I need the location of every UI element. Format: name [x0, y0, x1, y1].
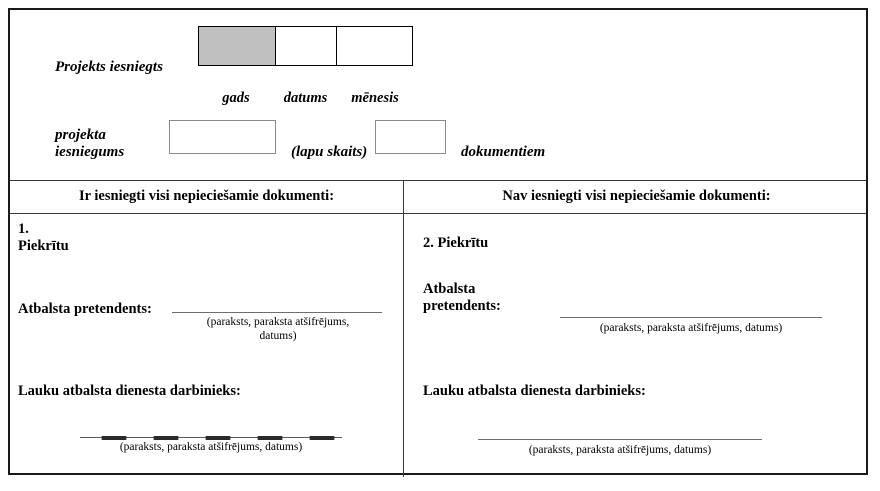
applicant-signature-line-not-submitted[interactable]	[560, 317, 822, 318]
submission-date-boxes	[198, 26, 413, 66]
column-body-submitted: 1. Piekrītu Atbalsta pretendents: (parak…	[10, 213, 403, 477]
month-caption: mēnesis	[351, 90, 399, 106]
project-submitted-label: Projekts iesniegts	[55, 59, 163, 75]
column-header-not-submitted: Nav iesniegti visi nepieciešamie dokumen…	[502, 188, 771, 204]
consent-statement-submitted: 1. Piekrītu	[18, 221, 69, 254]
applicant-label-submitted: Atbalsta pretendents:	[18, 301, 152, 317]
column-header-submitted: Ir iesniegti visi nepieciešamie dokument…	[78, 188, 335, 204]
year-caption: gads	[222, 90, 250, 106]
documents-label: dokumentiem	[461, 144, 546, 160]
project-application-label: projekta iesniegums	[55, 127, 125, 160]
table-header-rule	[10, 213, 866, 214]
applicant-signature-caption-not-submitted: (paraksts, paraksta atšifrējums, datums)	[599, 322, 783, 334]
officer-label-not-submitted: Lauku atbalsta dienesta darbinieks:	[423, 383, 646, 399]
month-input-cell[interactable]	[336, 27, 412, 65]
consent-statement-not-submitted: 2. Piekrītu	[423, 235, 489, 251]
pages-count-input[interactable]	[169, 120, 276, 154]
year-input-cell[interactable]	[199, 27, 275, 65]
day-caption: datums	[283, 90, 328, 106]
officer-signature-caption-not-submitted: (paraksts, paraksta atšifrējums, datums)	[528, 444, 712, 456]
header-block: Projekts iesniegts gads datums mēnesis p…	[10, 10, 866, 180]
day-input-cell[interactable]	[275, 27, 336, 65]
table-top-rule	[10, 180, 866, 181]
documents-count-input[interactable]	[375, 120, 446, 154]
officer-signature-line-submitted[interactable]	[80, 436, 342, 440]
applicant-signature-caption-submitted: (paraksts, paraksta atšifrējums, datums)	[206, 316, 350, 342]
officer-signature-caption-submitted: (paraksts, paraksta atšifrējums, datums)	[119, 441, 303, 453]
applicant-signature-line-submitted[interactable]	[172, 312, 382, 313]
document-frame: Projekts iesniegts gads datums mēnesis p…	[8, 8, 868, 477]
pages-count-note: (lapu skaits)	[291, 144, 368, 160]
column-body-not-submitted: 2. Piekrītu Atbalsta pretendents: (parak…	[405, 213, 868, 477]
officer-label-submitted: Lauku atbalsta dienesta darbinieks:	[18, 383, 241, 399]
table-column-divider	[403, 180, 404, 477]
officer-signature-line-not-submitted[interactable]	[478, 439, 762, 440]
applicant-label-not-submitted: Atbalsta pretendents:	[423, 281, 501, 314]
